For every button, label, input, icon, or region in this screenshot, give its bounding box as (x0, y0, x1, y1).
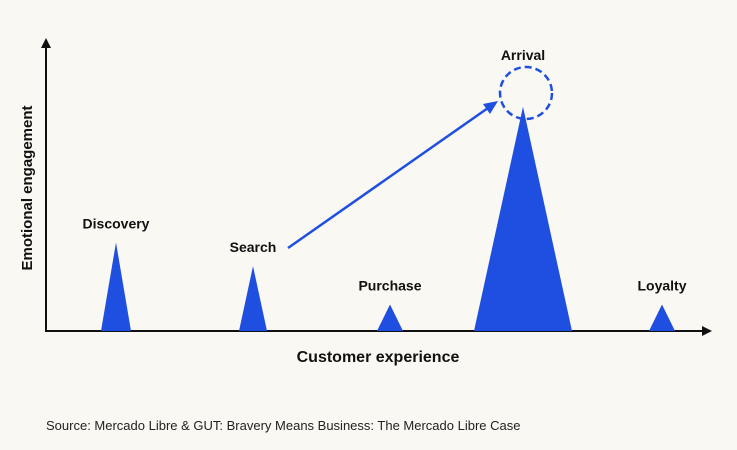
peak-purchase (377, 304, 403, 331)
peak-label-arrival: Arrival (501, 47, 545, 63)
x-axis-arrowhead (702, 326, 712, 336)
peak-arrival (474, 106, 572, 331)
arrival-highlight-circle (498, 65, 554, 121)
peak-label-discovery: Discovery (83, 216, 150, 232)
peak-label-purchase: Purchase (358, 277, 421, 293)
peak-search (239, 266, 267, 331)
peak-label-loyalty: Loyalty (637, 277, 686, 293)
peak-discovery (101, 242, 131, 331)
source-note: Source: Mercado Libre & GUT: Bravery Mea… (46, 418, 520, 433)
x-axis-label: Customer experience (297, 349, 460, 366)
search-to-arrival-arrow (287, 106, 489, 250)
arrow-head (483, 101, 498, 114)
y-axis-label: Emotional engagement (19, 105, 36, 270)
peak-loyalty (649, 304, 675, 331)
y-axis-arrowhead (41, 38, 51, 48)
peak-label-search: Search (230, 239, 277, 255)
